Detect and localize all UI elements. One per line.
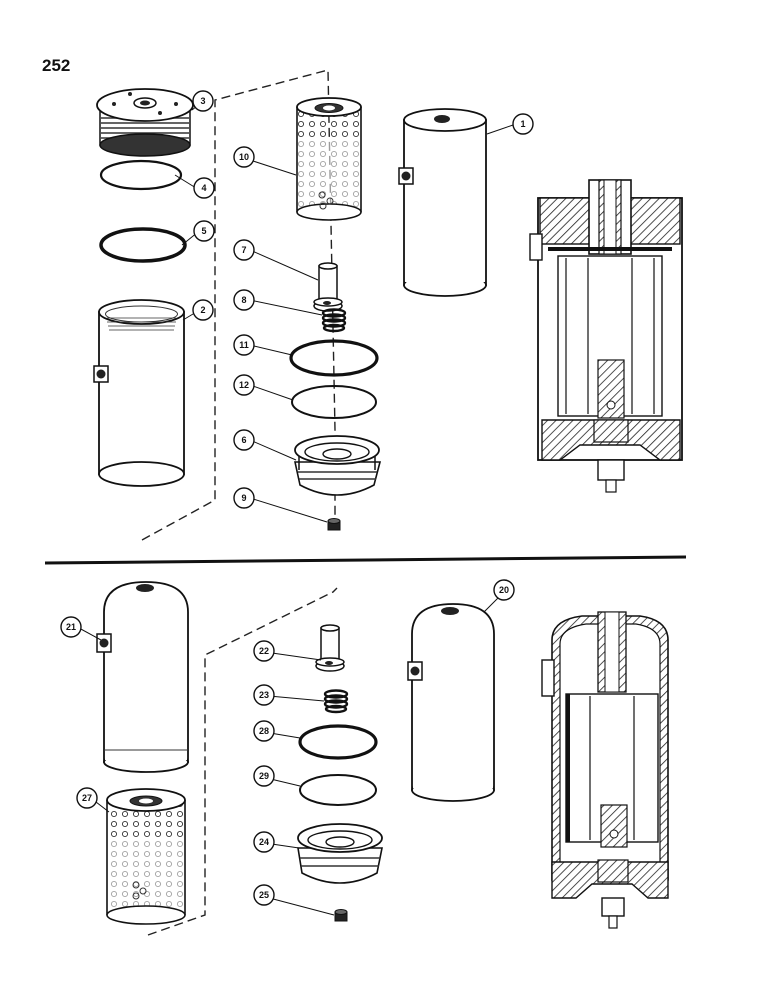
callout-27: 27 — [76, 787, 98, 809]
callout-7: 7 — [233, 239, 255, 261]
part-4-ring — [99, 159, 183, 191]
part-5-seal-ring — [99, 227, 187, 263]
part-6-base — [294, 435, 382, 496]
callout-1: 1 — [512, 113, 534, 135]
svg-text:29: 29 — [259, 771, 269, 781]
svg-text:25: 25 — [259, 890, 269, 900]
bottom-group-outline — [147, 587, 338, 936]
callout-23: 23 — [253, 684, 275, 706]
callout-25: 25 — [253, 884, 275, 906]
callout-28: 28 — [253, 720, 275, 742]
part-2-bowl — [93, 299, 185, 487]
svg-text:28: 28 — [259, 726, 269, 736]
part-12-gasket — [291, 385, 377, 419]
part-7-center-tube — [313, 262, 343, 312]
callout-6: 6 — [233, 429, 255, 451]
svg-text:12: 12 — [239, 380, 249, 390]
part-1-shell — [398, 108, 487, 297]
page-number: 252 — [42, 56, 71, 75]
callout-24: 24 — [253, 831, 275, 853]
part-3-cover-cap — [96, 88, 194, 157]
svg-text:4: 4 — [201, 183, 206, 193]
callout-11: 11 — [233, 334, 255, 356]
svg-text:20: 20 — [499, 585, 509, 595]
svg-text:24: 24 — [259, 837, 269, 847]
callout-10: 10 — [233, 146, 255, 168]
part-23-spring — [323, 689, 349, 714]
section-divider — [44, 555, 687, 565]
part-9-plug — [327, 518, 341, 531]
svg-text:27: 27 — [82, 793, 92, 803]
part-11-o-ring — [289, 339, 379, 377]
callout-2: 2 — [192, 299, 214, 321]
part-24-base — [297, 823, 383, 884]
part-20-domed-shell — [407, 603, 495, 802]
part-22-center-tube — [315, 624, 345, 672]
part-10-filter-element — [296, 97, 362, 221]
svg-text:23: 23 — [259, 690, 269, 700]
cross-section-top — [529, 179, 683, 493]
cross-section-bottom — [541, 611, 669, 929]
callout-20: 20 — [493, 579, 515, 601]
part-28-o-ring — [298, 724, 378, 760]
svg-text:1: 1 — [520, 119, 525, 129]
callout-22: 22 — [253, 640, 275, 662]
callout-4: 4 — [193, 177, 215, 199]
callout-9: 9 — [233, 487, 255, 509]
svg-text:2: 2 — [200, 305, 205, 315]
callout-5: 5 — [193, 220, 215, 242]
part-25-plug — [334, 909, 348, 922]
svg-text:21: 21 — [66, 622, 76, 632]
svg-text:7: 7 — [241, 245, 246, 255]
svg-text:3: 3 — [200, 96, 205, 106]
callout-29: 29 — [253, 765, 275, 787]
svg-text:22: 22 — [259, 646, 269, 656]
callout-12: 12 — [233, 374, 255, 396]
part-29-gasket — [299, 774, 377, 806]
svg-text:5: 5 — [201, 226, 206, 236]
callout-3: 3 — [192, 90, 214, 112]
part-27-filter-element — [106, 788, 186, 925]
svg-text:10: 10 — [239, 152, 249, 162]
callout-8: 8 — [233, 289, 255, 311]
part-21-domed-shell — [96, 581, 189, 773]
svg-text:11: 11 — [239, 340, 249, 350]
svg-text:6: 6 — [241, 435, 246, 445]
part-8-spring — [321, 308, 347, 333]
svg-text:8: 8 — [241, 295, 246, 305]
svg-text:9: 9 — [241, 493, 246, 503]
callout-21: 21 — [60, 616, 82, 638]
